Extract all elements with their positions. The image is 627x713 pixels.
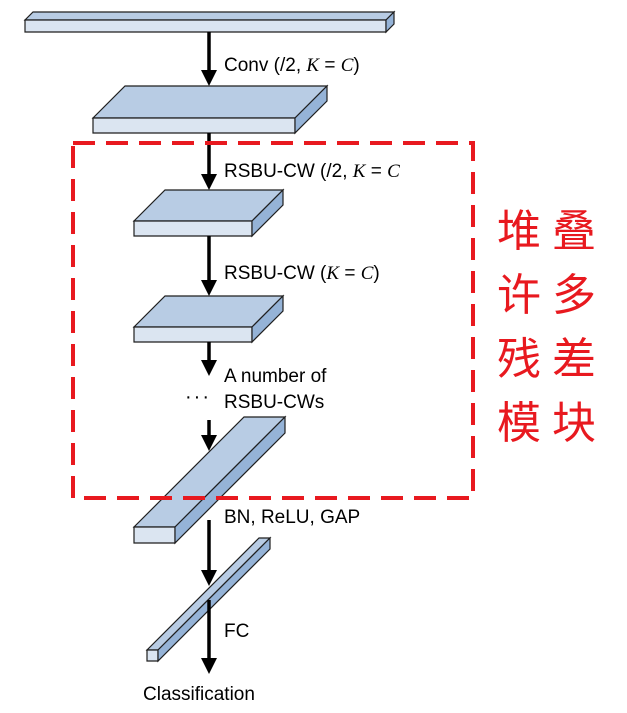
arrow-rsbu2-to-more (201, 342, 217, 376)
annotation-char-1: 堆 (497, 206, 541, 257)
arrow-conv-to-rsbu1 (201, 133, 217, 190)
stacked-residual-modules-box (71, 141, 475, 500)
annotation-char-8: 块 (552, 398, 596, 449)
annotation-char-3: 许 (497, 270, 541, 321)
bn-relu-gap-label: BN, ReLU, GAP (224, 507, 360, 528)
classification-label: Classification (143, 684, 255, 705)
ellipsis-marker: ··· (185, 386, 211, 408)
annotation-char-5: 残 (497, 334, 541, 385)
annotation-char-6: 差 (552, 334, 596, 385)
number-of-label-line2: RSBU-CWs (224, 392, 324, 413)
arrow-rsbu1-to-rsbu2 (201, 236, 217, 296)
rsbu-cw-label: RSBU-CW (K = C) (224, 263, 380, 284)
fc-label: FC (224, 621, 249, 642)
arrow-block-to-fc (201, 520, 217, 586)
number-of-label-line1: A number of (224, 366, 327, 387)
rsbu-cw-block-1 (132, 188, 285, 238)
annotation-char-7: 模 (497, 398, 541, 449)
arrow-fc-to-classification (201, 600, 217, 674)
arrow-more-to-last-block (201, 420, 217, 451)
conv-output-block (91, 84, 329, 135)
chinese-annotation: 堆 叠 许 多 残 差 模 块 (497, 206, 596, 449)
conv-label: Conv (/2, K = C) (224, 55, 360, 76)
input-block (23, 10, 396, 34)
rsbu-cw-stride-label: RSBU-CW (/2, K = C (224, 161, 400, 182)
annotation-char-4: 多 (552, 270, 596, 321)
annotation-char-2: 叠 (552, 206, 596, 257)
fc-vector-block (145, 536, 272, 663)
rsbu-cw-block-2 (132, 294, 285, 344)
arrow-input-to-conv (201, 32, 217, 86)
